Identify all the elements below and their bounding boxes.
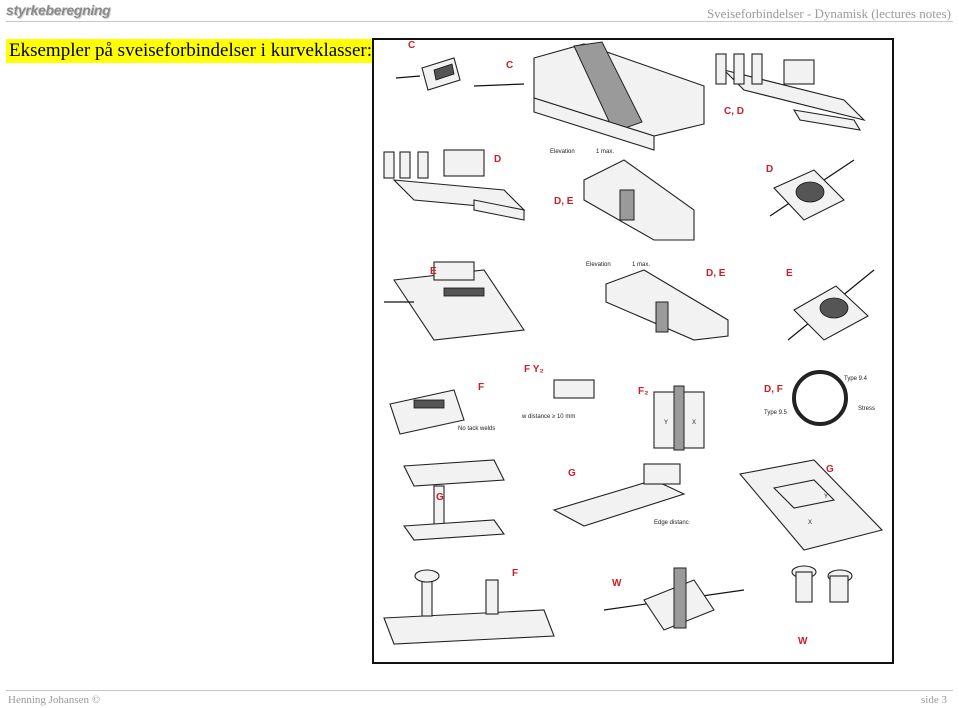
label-f2: F₂ <box>638 386 649 397</box>
label-e: E <box>786 268 793 279</box>
detail-fy2-attachment: w distance ≥ 10 mm F Y₂ <box>521 364 595 420</box>
label-fy2: F Y₂ <box>524 364 544 375</box>
detail-f2-channel: Y X F₂ <box>638 385 705 451</box>
elevation-note: Elevation <box>550 149 575 155</box>
type-95: Type 9.5 <box>764 410 788 416</box>
detail-g-lap: Edge distanc G <box>552 463 689 527</box>
header-divider <box>6 21 953 22</box>
detail-g-plate: Y X G <box>738 459 884 551</box>
detail-e-plate: E <box>384 261 525 341</box>
elevation-note: Elevation <box>586 262 611 268</box>
label-g: G <box>436 492 444 503</box>
label-g: G <box>826 464 834 475</box>
detail-df-ring: Type 9.4 Type 9.5 Stress D, F <box>764 370 875 426</box>
detail-d-stiffeners: D <box>383 149 526 221</box>
label-de: D, E <box>706 268 726 279</box>
label-f: F <box>478 382 484 393</box>
label-e: E <box>430 266 437 277</box>
detail-f-no-tack: No tack welds F <box>389 382 495 435</box>
label-g: G <box>568 468 576 479</box>
logo: styrkeberegning <box>6 2 111 18</box>
detail-c-plate: C <box>473 41 705 151</box>
label-c: C <box>408 40 415 51</box>
label-d: D <box>494 154 501 165</box>
label-w: W <box>798 636 808 647</box>
detail-cd-stiffeners: C, D <box>715 53 866 131</box>
label-cd: C, D <box>724 106 744 117</box>
weld-detail-illustration: C C C, D D Elevati <box>383 40 884 647</box>
footer-divider <box>6 690 953 691</box>
footer-author: Henning Johansen © <box>8 694 101 706</box>
x-mark: X <box>808 520 812 526</box>
weld-detail-figure: C C C, D D Elevati <box>372 38 894 664</box>
label-df: D, F <box>764 384 783 395</box>
detail-g-beam: G <box>402 459 506 541</box>
label-f: F <box>512 568 518 579</box>
detail-de-plate: Elevation 1 max. D, E <box>550 149 695 241</box>
detail-w-joint: W <box>603 567 745 631</box>
w-distance-note: w distance ≥ 10 mm <box>521 414 575 420</box>
type-94: Type 9.4 <box>844 376 868 382</box>
detail-d-tube: D <box>766 159 855 221</box>
x-mark: X <box>692 420 696 426</box>
max-note: 1 max. <box>596 149 614 155</box>
header-title: Sveiseforbindelser - Dynamisk (lectures … <box>706 6 951 21</box>
edge-distance-note: Edge distanc <box>654 520 689 526</box>
label-w: W <box>612 578 622 589</box>
y-mark: Y <box>664 420 668 426</box>
footer-page-number: side 3 <box>921 694 947 706</box>
label-c: C <box>506 60 513 71</box>
label-de: D, E <box>554 196 574 207</box>
detail-w-studs: W <box>791 565 853 647</box>
stress-note: Stress <box>858 406 875 412</box>
y-mark: Y <box>824 494 828 500</box>
label-d: D <box>766 164 773 175</box>
no-tack-note: No tack welds <box>458 426 495 432</box>
slide-heading: Eksempler på sveiseforbindelser i kurvek… <box>6 39 375 63</box>
detail-de-plate-2: Elevation 1 max. D, E <box>586 262 729 341</box>
detail-f-stud: F <box>383 568 555 645</box>
max-note: 1 max. <box>632 262 650 268</box>
detail-e-tube: E <box>786 268 875 341</box>
detail-c-small: C <box>395 40 461 91</box>
